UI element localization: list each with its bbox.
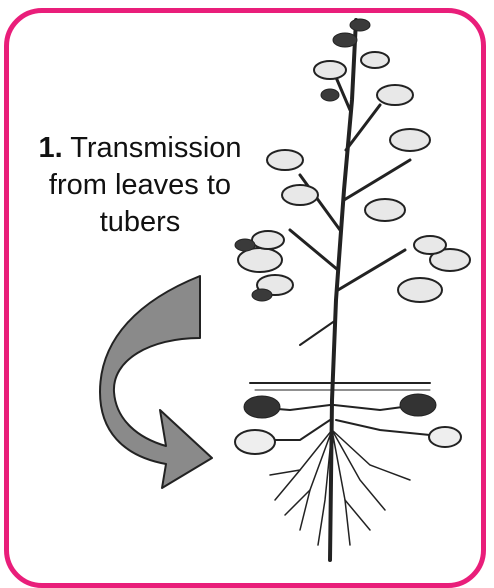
tuber (244, 396, 280, 418)
tuber (400, 394, 436, 416)
curved-arrow-icon (100, 276, 212, 488)
plant-stem (330, 20, 356, 560)
plant-branch (290, 230, 338, 270)
tuber (235, 430, 275, 454)
plant-branch (300, 320, 336, 345)
illustration (0, 0, 494, 568)
roots (270, 430, 410, 545)
stolon (336, 420, 440, 436)
plant-branch (338, 250, 405, 290)
stolon (270, 420, 330, 440)
stolon (334, 405, 410, 410)
tuber (429, 427, 461, 447)
plant-branch (344, 160, 410, 200)
potato-plant (235, 19, 470, 560)
